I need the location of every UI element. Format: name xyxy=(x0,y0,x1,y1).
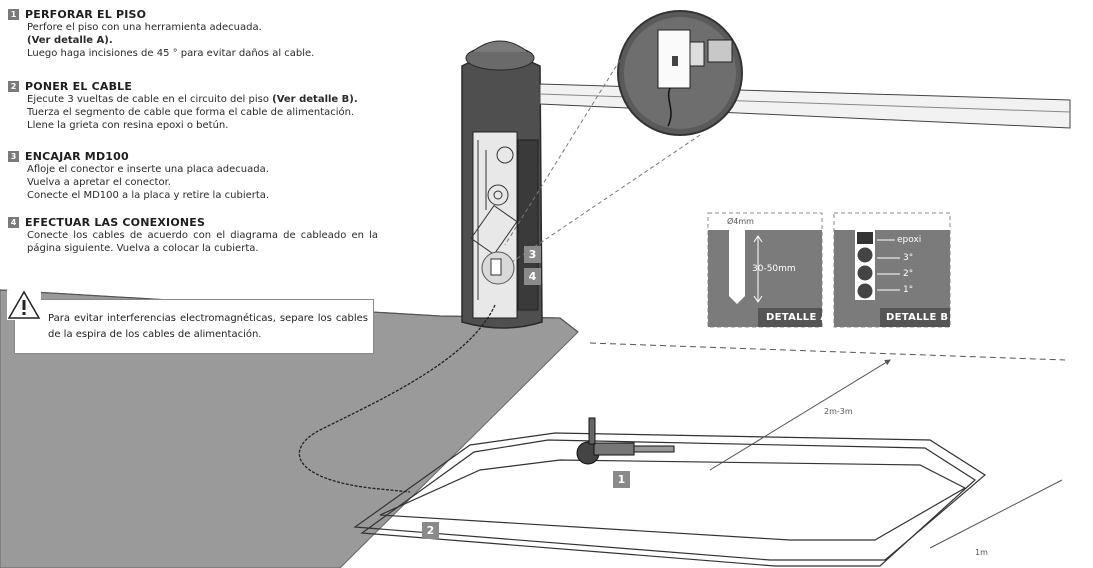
step-title: PONER EL CABLE xyxy=(25,80,133,93)
diameter-label: Ø4mm xyxy=(727,217,754,226)
turn-3-label: 3° xyxy=(903,253,914,263)
detail-a-label: DETALLE A xyxy=(766,312,829,323)
step-title: ENCAJAR MD100 xyxy=(25,150,129,163)
width-dimension: 2m-3m xyxy=(824,407,853,416)
warning-box: Para evitar interferencias electromagnét… xyxy=(7,290,374,354)
floor-loop xyxy=(353,432,987,567)
step-text: (Ver detalle A). xyxy=(27,35,113,46)
zoom-detail-circle xyxy=(617,10,743,136)
step-number: 1 xyxy=(8,9,19,20)
step-text: Afloje el conector e inserte una placa a… xyxy=(27,164,269,175)
step-text-bold: (Ver detalle B). xyxy=(272,94,358,105)
epoxy-label: epoxi xyxy=(897,235,922,245)
step-title: EFECTUAR LAS CONEXIONES xyxy=(25,216,206,229)
turn-2-label: 2° xyxy=(903,269,914,279)
turn-1-label: 1° xyxy=(903,285,914,295)
offset-dimension: 1m xyxy=(975,548,988,557)
step-text: Luego haga incisiones de 45 ° para evita… xyxy=(27,48,315,59)
power-cable xyxy=(298,304,496,493)
step-number: 4 xyxy=(8,217,19,228)
warning-triangle-icon xyxy=(7,290,41,320)
callout-4: 4 xyxy=(524,268,541,285)
gate-post xyxy=(461,40,543,329)
step-text: Conecte los cables de acuerdo con el dia… xyxy=(27,230,378,254)
detail-a-box xyxy=(707,212,823,328)
step-1: 1 PERFORAR EL PISO Perfore el piso con un… xyxy=(8,8,378,60)
callout-3: 3 xyxy=(524,246,541,263)
boom-arm xyxy=(539,83,1071,129)
step-text: Ejecute 3 vueltas de cable en el circuit… xyxy=(8,93,378,106)
detail-b-label: DETALLE B xyxy=(886,312,949,323)
step-text-part: Ejecute 3 vueltas de cable en el circuit… xyxy=(27,94,273,105)
step-text: Tuerza el segmento de cable que forma el… xyxy=(27,107,355,118)
depth-label: 30-50mm xyxy=(752,264,796,274)
step-text: Perfore el piso con una herramienta adec… xyxy=(27,22,262,33)
step-number: 2 xyxy=(8,81,19,92)
step-2: 2 PONER EL CABLE Ejecute 3 vueltas de cab… xyxy=(8,80,378,132)
step-title: PERFORAR EL PISO xyxy=(25,8,147,21)
step-text: Llene la grieta con resina epoxi o betún… xyxy=(27,120,229,131)
cutting-tool xyxy=(576,417,675,465)
step-text: Conecte el MD100 a la placa y retire la … xyxy=(27,190,270,201)
step-4: 4 EFECTUAR LAS CONEXIONES Conecte los cab… xyxy=(8,216,378,255)
step-3: 3 ENCAJAR MD100 Afloje el conector e inse… xyxy=(8,150,378,202)
callout-2: 2 xyxy=(422,522,439,539)
callout-1: 1 xyxy=(613,471,630,488)
warning-text: Para evitar interferencias electromagnét… xyxy=(48,313,368,340)
step-text: Vuelva a apretar el conector. xyxy=(27,177,171,188)
instruction-steps: 1 PERFORAR EL PISO Perfore el piso con un… xyxy=(8,8,378,269)
detail-b-box xyxy=(833,212,951,328)
step-number: 3 xyxy=(8,151,19,162)
